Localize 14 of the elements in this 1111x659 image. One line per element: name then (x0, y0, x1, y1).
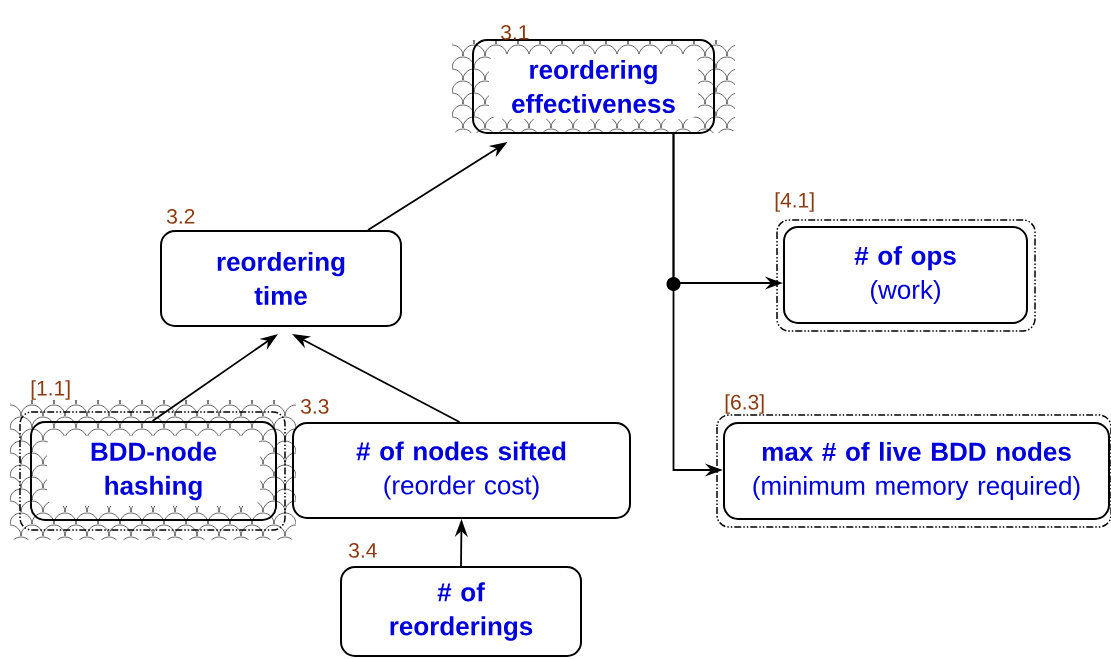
step-number: 3.2 (167, 208, 195, 224)
process-box: # of ops (work) (783, 226, 1028, 324)
process-box: reordering time (160, 230, 402, 327)
process-box: max # of live BDD nodes (minimum memory required) (723, 422, 1110, 520)
step-number: 3.3 (301, 398, 329, 414)
step-number: [6.3] (725, 394, 764, 414)
step-number: [1.1] (31, 380, 70, 400)
process-box: # of reorderings (340, 566, 582, 657)
step-number: [4.1] (775, 192, 814, 212)
process-box: BDD-node hashing (30, 421, 277, 521)
process-box: # of nodes sifted (reorder cost) (292, 422, 631, 519)
process-box: reordering effectiveness (472, 39, 715, 134)
step-number: 3.1 (501, 24, 529, 40)
step-number: 3.4 (349, 542, 377, 558)
